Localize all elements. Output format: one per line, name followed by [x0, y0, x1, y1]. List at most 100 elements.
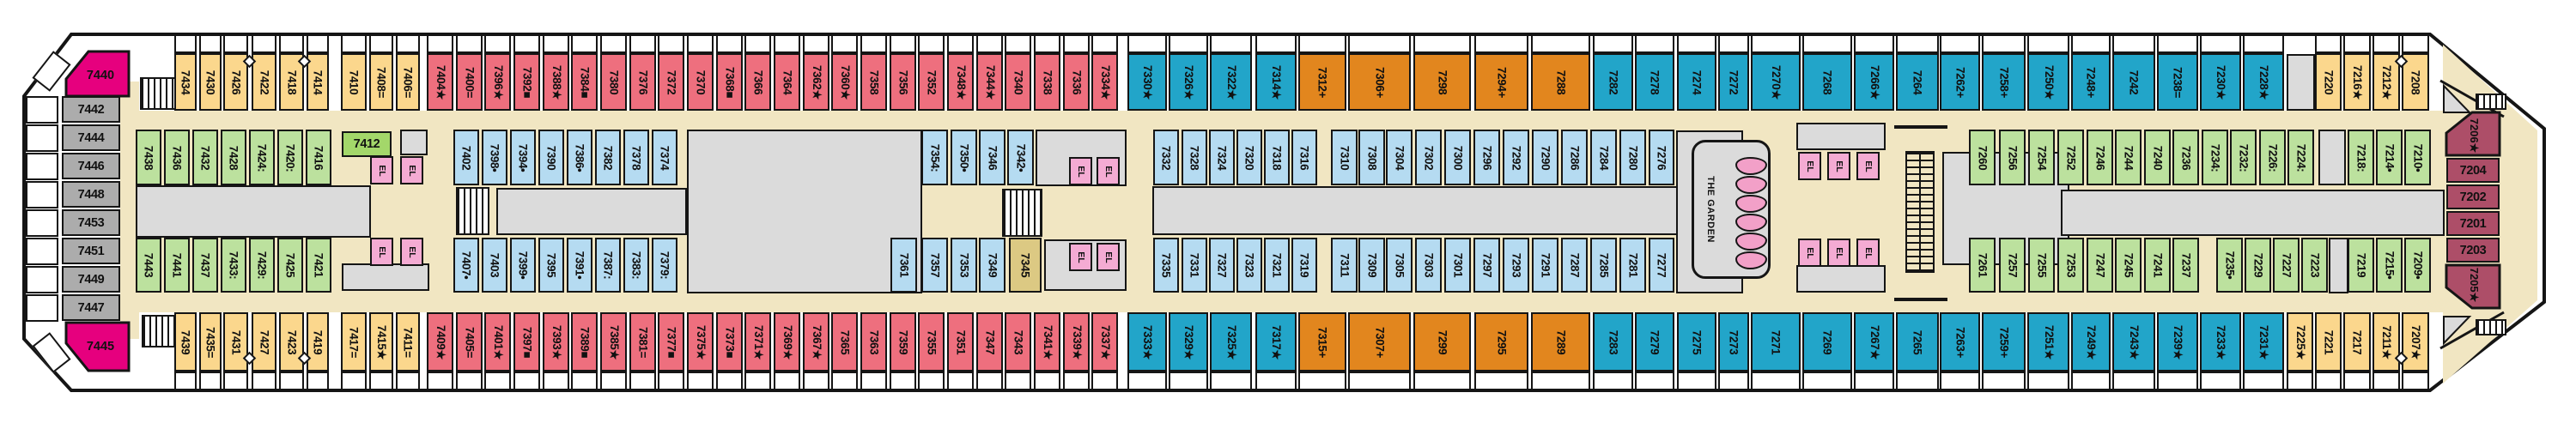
cabin-7376[interactable]: 7376 — [629, 53, 656, 111]
cabin-7336[interactable]: 7336 — [1063, 53, 1090, 111]
cabin-7245[interactable]: 7245 — [2115, 238, 2142, 293]
cabin-7279[interactable]: 7279 — [1635, 312, 1674, 372]
cabin-7203[interactable]: 7203 — [2446, 238, 2500, 263]
cabin-7251[interactable]: 7251★ — [2027, 312, 2069, 372]
cabin-7444[interactable]: 7444 — [62, 124, 120, 151]
cabin-7281[interactable]: 7281 — [1619, 238, 1646, 293]
cabin-7265[interactable]: 7265 — [1896, 312, 1939, 372]
cabin-7349[interactable]: 7349 — [979, 238, 1005, 293]
cabin-7260[interactable]: 7260 — [1969, 130, 1996, 185]
cabin-7434[interactable]: 7434 — [174, 53, 197, 111]
cabin-7442[interactable]: 7442 — [62, 96, 120, 123]
cabin-7310[interactable]: 7310 — [1331, 130, 1358, 185]
cabin-7240[interactable]: 7240 — [2144, 130, 2171, 185]
cabin-7271[interactable]: 7271 — [1751, 312, 1801, 372]
cabin-7383[interactable]: 7383: — [623, 238, 649, 293]
cabin-7296[interactable]: 7296 — [1473, 130, 1500, 185]
cabin-7269[interactable]: 7269 — [1802, 312, 1852, 372]
cabin-7416[interactable]: 7416 — [306, 130, 331, 185]
cabin-7361[interactable]: 7361 — [890, 238, 917, 293]
cabin-7244[interactable]: 7244 — [2115, 130, 2142, 185]
cabin-7257[interactable]: 7257 — [1999, 238, 2026, 293]
cabin-7275[interactable]: 7275 — [1677, 312, 1716, 372]
cabin-7255[interactable]: 7255 — [2028, 238, 2055, 293]
cabin-7285[interactable]: 7285 — [1590, 238, 1617, 293]
cabin-7284[interactable]: 7284 — [1590, 130, 1617, 185]
cabin-7303[interactable]: 7303 — [1415, 238, 1442, 293]
cabin-7212[interactable]: 7212★ — [2372, 53, 2400, 111]
cabin-7201[interactable]: 7201 — [2446, 211, 2500, 236]
cabin-7380[interactable]: 7380 — [600, 53, 627, 111]
cabin-7411[interactable]: 7411= — [396, 312, 420, 372]
cabin-7344[interactable]: 7344★ — [976, 53, 1003, 111]
cabin-7233[interactable]: 7233★ — [2200, 312, 2241, 372]
cabin-7445[interactable] — [64, 321, 131, 372]
cabin-7338[interactable]: 7338 — [1034, 53, 1060, 111]
cabin-7223[interactable]: 7223 — [2301, 238, 2328, 293]
cabin-7384[interactable]: 7384■ — [571, 53, 598, 111]
cabin-7266[interactable]: 7266★ — [1854, 53, 1894, 111]
cabin-7415[interactable]: 7415★ — [369, 312, 393, 372]
cabin-7267[interactable]: 7267★ — [1854, 312, 1894, 372]
cabin-7429[interactable]: 7429: — [249, 238, 275, 293]
cabin-7295[interactable]: 7295 — [1474, 312, 1528, 372]
cabin-7292[interactable]: 7292 — [1503, 130, 1529, 185]
cabin-7405[interactable]: 7405= — [456, 312, 483, 372]
cabin-7412[interactable]: 7412 — [342, 131, 392, 157]
cabin-7432[interactable]: 7432 — [192, 130, 218, 185]
cabin-7404[interactable]: 7404★ — [427, 53, 453, 111]
cabin-7264[interactable]: 7264 — [1896, 53, 1939, 111]
cabin-7219[interactable]: 7219 — [2348, 238, 2374, 293]
cabin-7365[interactable]: 7365 — [831, 312, 858, 372]
cabin-7374[interactable]: 7374 — [652, 130, 677, 185]
cabin-7278[interactable]: 7278 — [1635, 53, 1674, 111]
cabin-7230[interactable]: 7230★ — [2200, 53, 2241, 111]
cabin-7367[interactable]: 7367★ — [803, 312, 829, 372]
cabin-7329[interactable]: 7329★ — [1169, 312, 1208, 372]
cabin-7390[interactable]: 7390 — [538, 130, 564, 185]
cabin-7391[interactable]: 7391• — [567, 238, 592, 293]
cabin-7276[interactable]: 7276 — [1649, 130, 1674, 185]
cabin-7360[interactable]: 7360★ — [831, 53, 858, 111]
cabin-7397[interactable]: 7397■ — [513, 312, 540, 372]
cabin-7326[interactable]: 7326★ — [1169, 53, 1208, 111]
cabin-7447[interactable]: 7447 — [62, 294, 120, 321]
cabin-7425[interactable]: 7425 — [277, 238, 303, 293]
cabin-7387[interactable]: 7387: — [595, 238, 621, 293]
cabin-7393[interactable]: 7393★ — [543, 312, 569, 372]
cabin-7369[interactable]: 7369★ — [774, 312, 800, 372]
cabin-7318[interactable]: 7318 — [1264, 130, 1290, 185]
cabin-7364[interactable]: 7364 — [774, 53, 800, 111]
cabin-7308[interactable]: 7308 — [1358, 130, 1385, 185]
cabin-7381[interactable]: 7381= — [629, 312, 656, 372]
cabin-7297[interactable]: 7297 — [1473, 238, 1500, 293]
cabin-7341[interactable]: 7341★ — [1034, 312, 1060, 372]
cabin-7274[interactable]: 7274 — [1677, 53, 1716, 111]
cabin-7234[interactable]: 7234: — [2202, 130, 2228, 185]
cabin-7320[interactable]: 7320 — [1236, 130, 1262, 185]
cabin-7286[interactable]: 7286 — [1561, 130, 1588, 185]
cabin-7218[interactable]: 7218: — [2348, 130, 2374, 185]
cabin-7330[interactable]: 7330★ — [1127, 53, 1167, 111]
cabin-7437[interactable]: 7437 — [192, 238, 218, 293]
cabin-7335[interactable]: 7335 — [1153, 238, 1179, 293]
cabin-7241[interactable]: 7241 — [2144, 238, 2171, 293]
cabin-7348[interactable]: 7348★ — [947, 53, 974, 111]
cabin-7439[interactable]: 7439 — [174, 312, 197, 372]
cabin-7211[interactable]: 7211★ — [2372, 312, 2400, 372]
cabin-7363[interactable]: 7363 — [860, 312, 887, 372]
cabin-7217[interactable]: 7217 — [2343, 312, 2371, 372]
cabin-7331[interactable]: 7331 — [1182, 238, 1207, 293]
cabin-7238[interactable]: 7238= — [2157, 53, 2198, 111]
cabin-7394[interactable]: 7394• — [510, 130, 536, 185]
cabin-7433[interactable]: 7433: — [221, 238, 246, 293]
cabin-7304[interactable]: 7304 — [1386, 130, 1413, 185]
cabin-7399[interactable]: 7399• — [510, 238, 536, 293]
cabin-7347[interactable]: 7347 — [976, 312, 1003, 372]
cabin-7430[interactable]: 7430 — [199, 53, 222, 111]
cabin-7288[interactable]: 7288 — [1531, 53, 1590, 111]
cabin-7382[interactable]: 7382 — [595, 130, 621, 185]
cabin-7319[interactable]: 7319 — [1291, 238, 1317, 293]
cabin-7332[interactable]: 7332 — [1153, 130, 1179, 185]
cabin-7386[interactable]: 7386• — [567, 130, 592, 185]
